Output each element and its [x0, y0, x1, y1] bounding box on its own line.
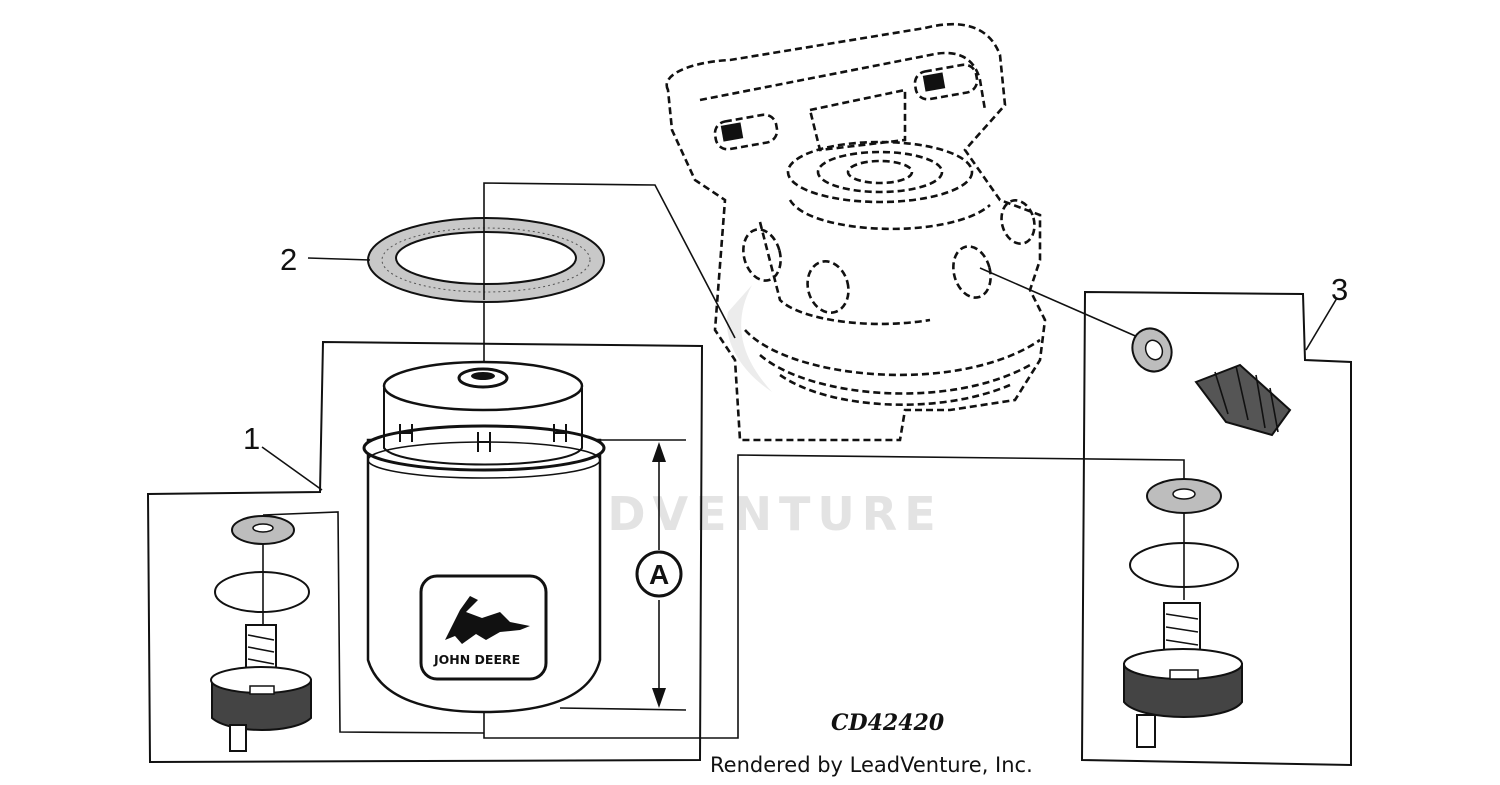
callout-2: 2: [280, 242, 297, 277]
figure-code: CD42420: [831, 710, 945, 736]
dimension-a: [559, 439, 687, 711]
callout-1: 1: [243, 421, 260, 456]
leaping-deer-logo: [445, 596, 530, 644]
vent-plug-assembly: [1131, 327, 1292, 437]
callout-3: 3: [1331, 272, 1348, 307]
filter-header-phantom: [665, 23, 1047, 442]
kit-box-3: [1080, 290, 1352, 767]
dimension-label: A: [649, 559, 669, 590]
kit-box-1: [146, 340, 704, 764]
thread-connection-lines: [262, 182, 1185, 739]
drain-plug-kit-right: [1123, 478, 1243, 748]
seal-ring: [367, 217, 605, 303]
filter-element: JOHN DEERE: [362, 360, 606, 714]
drain-plug-kit-left: [210, 515, 312, 752]
leader-line-1: [261, 446, 323, 491]
leader-line-3: [1305, 297, 1338, 351]
brand-label: JOHN DEERE: [433, 652, 520, 667]
render-credit: Rendered by LeadVenture, Inc.: [710, 753, 1033, 777]
leader-line-2: [307, 257, 371, 261]
